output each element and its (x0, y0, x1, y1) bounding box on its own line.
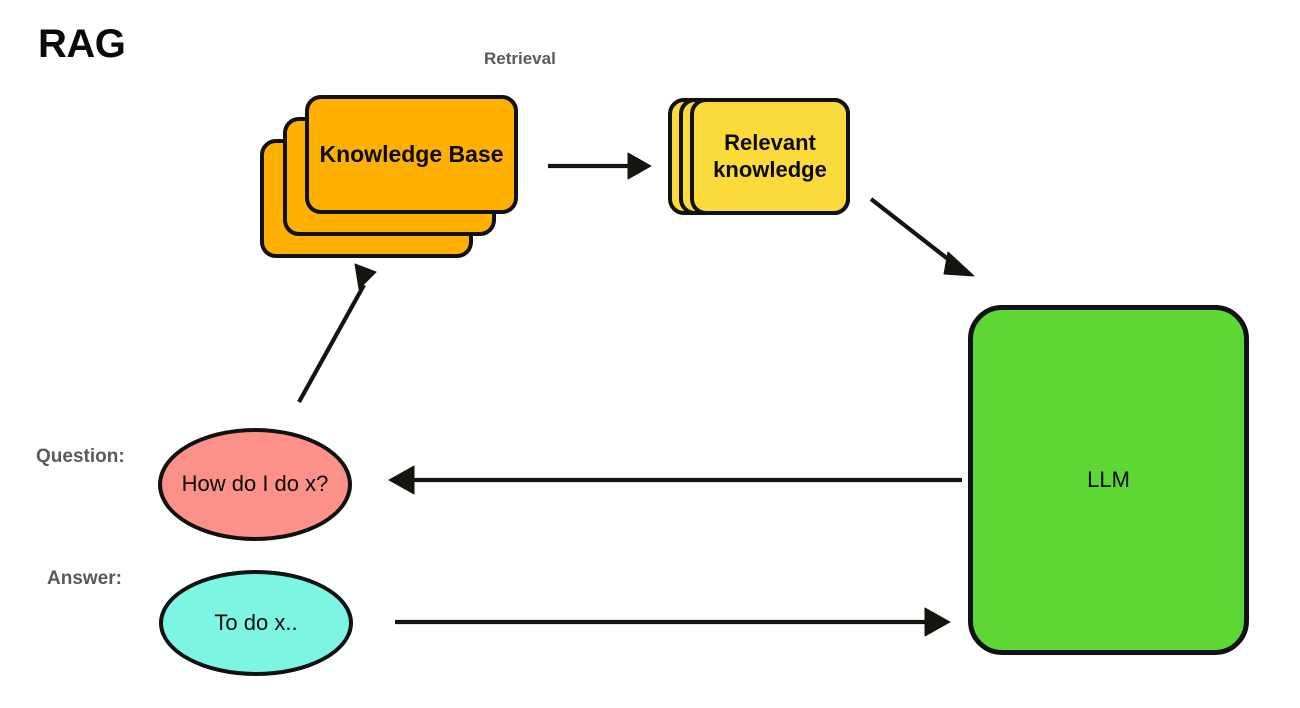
arrow-knowledge-base-to-relevant-knowledge (548, 152, 652, 180)
retrieval-label: Retrieval (484, 49, 556, 68)
answer-bubble-label: To do x.. (214, 609, 298, 635)
knowledge-base-card-front[interactable]: Knowledge Base (305, 95, 518, 214)
question-bubble[interactable]: How do I do x? (158, 428, 352, 541)
relevant-knowledge-line-1: Relevant (724, 129, 816, 155)
page-title: RAG (38, 22, 126, 66)
question-label: Question: (36, 446, 125, 467)
arrow-answer-to-llm (395, 607, 951, 637)
relevant-knowledge-line-2: knowledge (713, 156, 827, 182)
knowledge-base-label: Knowledge Base (319, 141, 504, 168)
arrow-question-to-knowledge-base (297, 263, 377, 404)
llm-box[interactable]: LLM (968, 305, 1249, 655)
answer-bubble[interactable]: To do x.. (159, 570, 353, 676)
arrow-relevant-knowledge-to-llm (869, 197, 975, 277)
arrow-llm-to-question (388, 465, 962, 495)
question-bubble-label: How do I do x? (181, 471, 329, 497)
answer-label: Answer: (47, 568, 122, 589)
llm-label: LLM (1087, 467, 1130, 492)
